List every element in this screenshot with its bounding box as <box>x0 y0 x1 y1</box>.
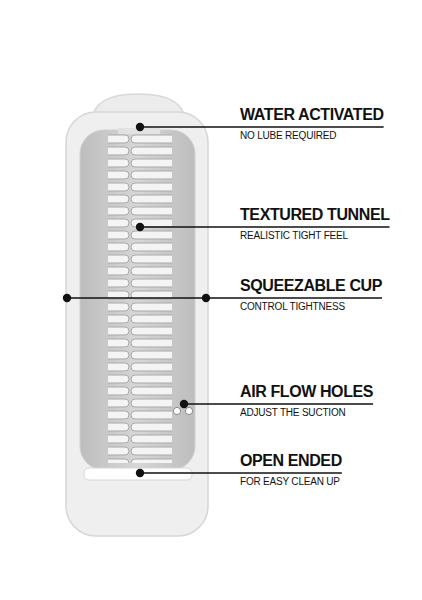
feature-heading: SQUEEZABLE CUP <box>240 278 382 295</box>
feature-heading: TEXTURED TUNNEL <box>240 207 390 224</box>
leader-line <box>184 403 373 405</box>
leader-dot <box>136 123 144 131</box>
feature-note: REALISTIC TIGHT FEEL <box>240 231 348 242</box>
air-hole <box>185 407 192 414</box>
leader-dot <box>136 469 144 477</box>
feature-note: NO LUBE REQUIRED <box>240 131 336 142</box>
feature-heading: AIR FLOW HOLES <box>240 384 373 401</box>
feature-heading: WATER ACTIVATED <box>240 107 384 124</box>
leader-dot <box>136 223 144 231</box>
leader-dot <box>202 294 210 302</box>
leader-dot <box>180 400 188 408</box>
feature-note: ADJUST THE SUCTION <box>240 408 346 419</box>
leader-line <box>67 297 382 299</box>
leader-dot <box>63 294 71 302</box>
cup-cavity <box>80 130 195 470</box>
feature-heading: OPEN ENDED <box>240 453 342 470</box>
air-hole <box>173 407 180 414</box>
open-end <box>84 468 192 480</box>
feature-note: FOR EASY CLEAN UP <box>240 477 340 488</box>
leader-line <box>140 472 342 474</box>
feature-note: CONTROL TIGHTNESS <box>240 302 345 313</box>
leader-line <box>140 126 384 128</box>
leader-line <box>140 226 390 228</box>
